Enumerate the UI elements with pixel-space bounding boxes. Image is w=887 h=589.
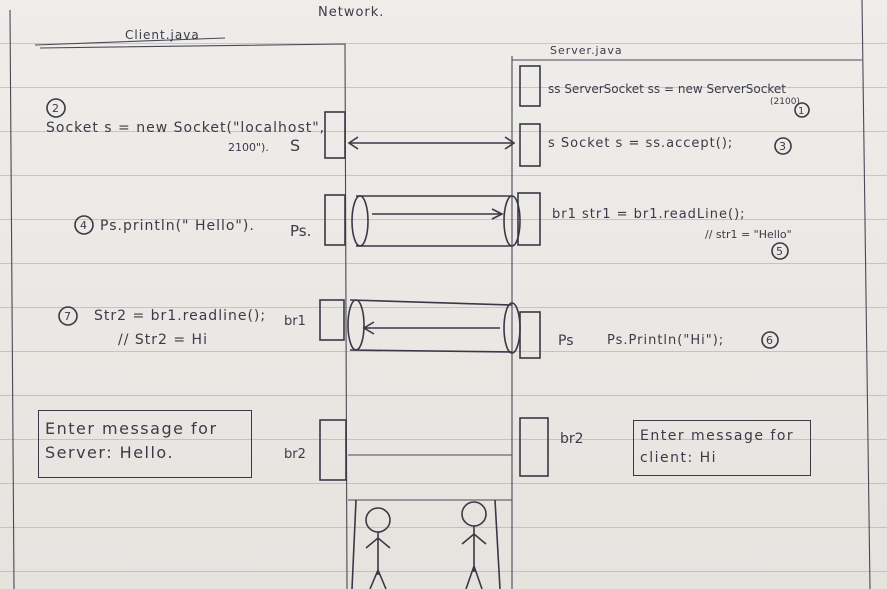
step-1-circle xyxy=(794,102,810,118)
server-s-box xyxy=(519,123,541,167)
client-console-line-2: Server: Hello. xyxy=(45,443,175,462)
client-person-icon xyxy=(365,507,391,589)
client-ps-line: Ps.println(" Hello"). xyxy=(100,218,255,234)
output-pipe-arrowhead xyxy=(491,208,504,220)
step-2-label: 2 xyxy=(52,102,59,115)
server-str1-comment: // str1 = "Hello" xyxy=(705,228,792,241)
step-3-label: 3 xyxy=(779,140,786,153)
client-frame xyxy=(34,37,348,589)
step-3-circle xyxy=(774,137,792,155)
step-5a-circle xyxy=(771,242,789,260)
input-pipe-left-end xyxy=(347,299,365,351)
server-ps-box xyxy=(519,311,541,359)
client-socket-line: Socket s = new Socket("localhost", xyxy=(46,120,325,136)
figure-side-lines xyxy=(351,499,501,589)
server-console-line-2: client: Hi xyxy=(640,450,718,466)
server-ps-line: Ps.Println("Hi"); xyxy=(607,333,724,348)
client-s-label: S xyxy=(290,136,300,155)
client-ps-label: Ps. xyxy=(290,222,311,240)
server-br2-box xyxy=(519,417,549,477)
output-pipe-right-end xyxy=(503,195,521,247)
page-left-margin xyxy=(9,9,15,589)
server-s-line: s Socket s = ss.accept(); xyxy=(548,136,733,151)
server-console-line-1: Enter message for xyxy=(640,428,795,444)
output-pipe-left-end xyxy=(351,195,369,247)
client-str2-line: Str2 = br1.readline(); xyxy=(94,308,266,324)
input-pipe xyxy=(349,299,513,353)
client-s-box xyxy=(324,111,346,159)
step-4-label: 4 xyxy=(80,219,87,232)
input-pipe-right-end xyxy=(503,302,521,354)
client-ps-box xyxy=(324,194,346,246)
client-br1-label: br1 xyxy=(284,314,306,329)
step-6-label: 6 xyxy=(766,334,773,347)
server-br1-line: br1 str1 = br1.readLine(); xyxy=(552,207,746,222)
server-ss-line: ss ServerSocket ss = new ServerSocket xyxy=(548,82,786,96)
client-console-box: Enter message for Server: Hello. xyxy=(38,410,252,478)
step-7-label: 7 xyxy=(64,310,71,323)
client-label: Client.java xyxy=(125,28,200,42)
step-6-circle xyxy=(761,331,779,349)
server-ss-box xyxy=(519,65,541,107)
page-right-margin xyxy=(861,0,871,589)
client-br1-box xyxy=(319,299,345,341)
server-console-box: Enter message for client: Hi xyxy=(633,420,811,476)
output-pipe xyxy=(356,195,512,247)
input-pipe-arrowhead xyxy=(362,321,375,335)
step-2-circle xyxy=(46,98,66,118)
client-br2-box xyxy=(319,419,347,481)
server-br1-box xyxy=(517,192,541,246)
server-label: Server.java xyxy=(550,44,623,57)
server-br2-label: br2 xyxy=(560,431,584,447)
client-console-line-1: Enter message for xyxy=(45,419,218,438)
step-4-circle xyxy=(74,215,94,235)
client-socket-port: 2100"). xyxy=(228,141,269,154)
socket-arrowheads xyxy=(347,136,516,150)
client-br2-label: br2 xyxy=(284,447,306,462)
client-str2-comment: // Str2 = Hi xyxy=(118,332,208,348)
step-1-label: 1 xyxy=(798,106,804,117)
step-7-circle xyxy=(58,306,78,326)
server-ss-port: (2100) xyxy=(770,97,800,107)
server-person-icon xyxy=(461,501,487,589)
network-label: Network. xyxy=(318,5,384,20)
step-5a-label: 5 xyxy=(776,245,783,258)
server-ps-label: Ps xyxy=(558,333,574,349)
